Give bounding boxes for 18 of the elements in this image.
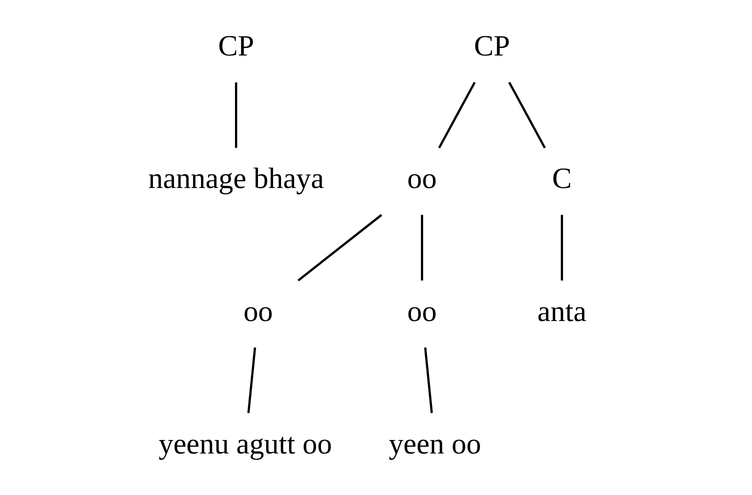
node-text: yeenu agutt oo <box>158 428 332 460</box>
node-text: CP <box>474 30 510 63</box>
connector <box>438 82 476 148</box>
connector <box>234 82 238 148</box>
node-text: nannage bhaya <box>148 163 324 196</box>
node-text: CP <box>218 30 254 63</box>
node-text: oo <box>407 296 437 328</box>
connector <box>247 347 256 414</box>
node-text: C <box>552 163 572 196</box>
node-text: oo <box>243 296 273 328</box>
connector <box>298 214 382 282</box>
node-text: oo <box>407 163 437 196</box>
node-text: yeen oo <box>388 428 482 460</box>
connector <box>508 82 546 148</box>
node-text: anta <box>537 296 586 328</box>
connector <box>560 214 564 280</box>
connector <box>424 347 433 414</box>
connector <box>420 214 424 280</box>
